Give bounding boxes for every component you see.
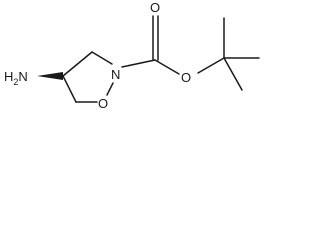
carbonyl-oxygen-label: O bbox=[150, 0, 160, 15]
amine-label: H2N bbox=[4, 69, 28, 87]
stereo-wedge-bond bbox=[37, 72, 63, 80]
ester-oxygen-label: O bbox=[181, 70, 191, 85]
bond-n2-c-carbonyl bbox=[121, 59, 156, 68]
bond-n2-o1 bbox=[106, 82, 114, 96]
bond-ester-oxygen-cq bbox=[197, 57, 225, 74]
ring-oxygen-label: O bbox=[98, 96, 108, 111]
chemical-structure: H2N N O O O bbox=[4, 0, 260, 111]
bond-cq-methyl-bottom bbox=[223, 57, 243, 91]
bond-c-ester-oxygen bbox=[154, 59, 180, 75]
ring-nitrogen-label: N bbox=[111, 67, 120, 82]
amine-label-h: H bbox=[4, 69, 13, 84]
bond-c4-c3 bbox=[62, 51, 93, 77]
bond-c3-n2 bbox=[91, 51, 113, 65]
amine-label-n: N bbox=[18, 69, 27, 84]
bond-c5-c4 bbox=[62, 75, 77, 103]
amine-label-subscript: 2 bbox=[13, 77, 18, 87]
